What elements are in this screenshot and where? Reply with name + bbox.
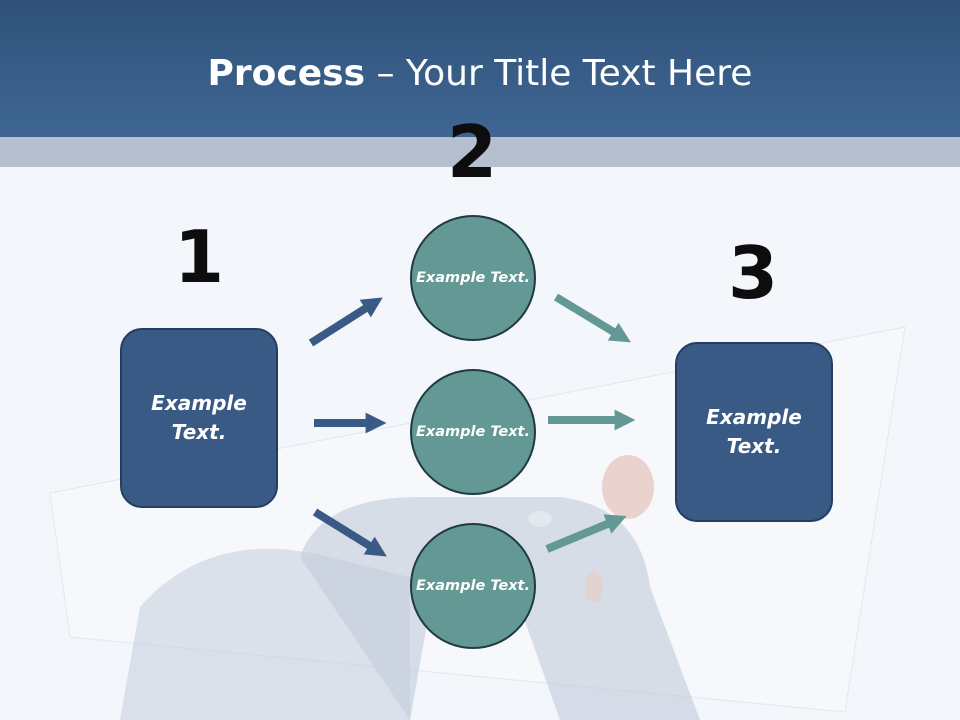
title-bar: [0, 0, 960, 137]
arrow-up-right-icon: [308, 297, 383, 347]
title-rest-part: – Your Title Text Here: [365, 53, 753, 94]
step-box-3-text: Example Text.: [706, 405, 802, 458]
step-box-1: Example Text.: [120, 328, 278, 508]
process-circle-bottom-text: Example Text.: [415, 577, 531, 594]
step-number-2: 2: [446, 110, 498, 194]
arrow-up-right-teal-icon: [545, 514, 627, 553]
step-number-1: 1: [173, 215, 225, 299]
process-circle-bottom: Example Text.: [410, 523, 536, 649]
arrow-down-right-icon: [312, 508, 387, 557]
arrow-down-right-teal-icon: [553, 293, 631, 343]
process-circle-middle-text: Example Text.: [415, 423, 531, 440]
process-circle-top: Example Text.: [410, 215, 536, 341]
slide-title: Process – Your Title Text Here: [0, 52, 960, 96]
step-number-3: 3: [727, 231, 779, 315]
title-underband: [0, 137, 960, 167]
title-bold-part: Process: [207, 53, 366, 94]
process-circle-top-text: Example Text.: [415, 269, 531, 286]
process-circle-middle: Example Text.: [410, 369, 536, 495]
step-box-3: Example Text.: [675, 342, 833, 522]
step-box-1-text: Example Text.: [151, 391, 247, 444]
